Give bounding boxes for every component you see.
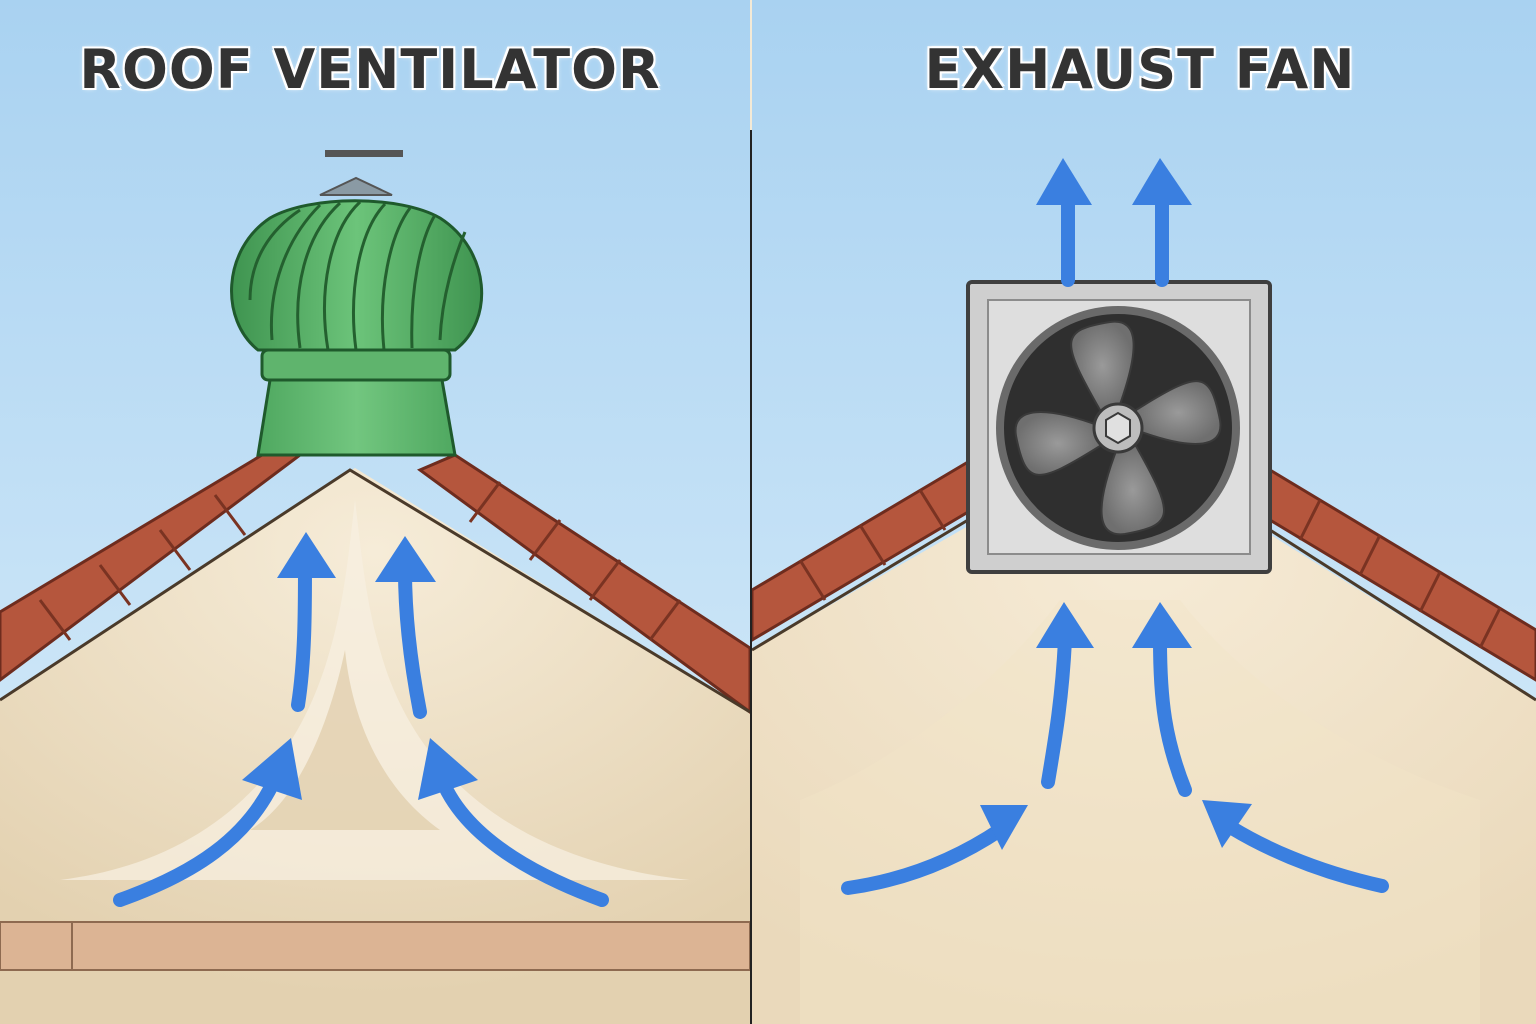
ventilator-cap-spike xyxy=(319,176,393,196)
right-airflow-arrows xyxy=(841,158,1389,895)
ventilator-neck xyxy=(256,378,457,457)
airflow-arrow-icon xyxy=(1036,602,1094,789)
airflow-arrow-icon xyxy=(1132,602,1192,797)
right-roof-inner-edge xyxy=(751,518,1536,702)
roof-ventilator-title: ROOF VENTILATOR xyxy=(79,38,661,101)
airflow-arrow-icon xyxy=(841,805,1028,895)
airflow-arrow-icon xyxy=(277,532,336,712)
left-airflow-arrows xyxy=(113,532,609,907)
left-panel xyxy=(0,0,752,1024)
airflow-arrow-icon xyxy=(1202,800,1389,893)
airflow-arrow-icon xyxy=(1036,158,1092,287)
turbine-ventilator-icon xyxy=(230,150,484,457)
left-attic-light-funnel xyxy=(60,500,690,880)
ventilator-collar xyxy=(260,348,452,382)
right-panel xyxy=(750,0,1536,1024)
airflow-arrow-icon xyxy=(113,738,302,907)
fan-blades xyxy=(1014,320,1222,536)
right-roof-tile-lines xyxy=(798,489,1502,649)
fan-hub-nut xyxy=(1105,411,1131,445)
airflow-arrow-icon xyxy=(375,536,436,719)
airflow-arrow-icon xyxy=(418,738,609,907)
left-roof-inner-edge xyxy=(0,468,751,714)
left-ceiling-beam xyxy=(0,921,751,971)
exhaust-fan-title: EXHAUST FAN xyxy=(924,38,1356,101)
right-attic-light-funnel xyxy=(800,600,1480,1024)
left-roof-tile-lines xyxy=(38,481,682,641)
ventilator-cap-bar xyxy=(325,150,403,157)
airflow-arrow-icon xyxy=(1132,158,1192,287)
ventilator-vanes xyxy=(248,200,467,351)
exhaust-fan-icon xyxy=(966,280,1272,574)
